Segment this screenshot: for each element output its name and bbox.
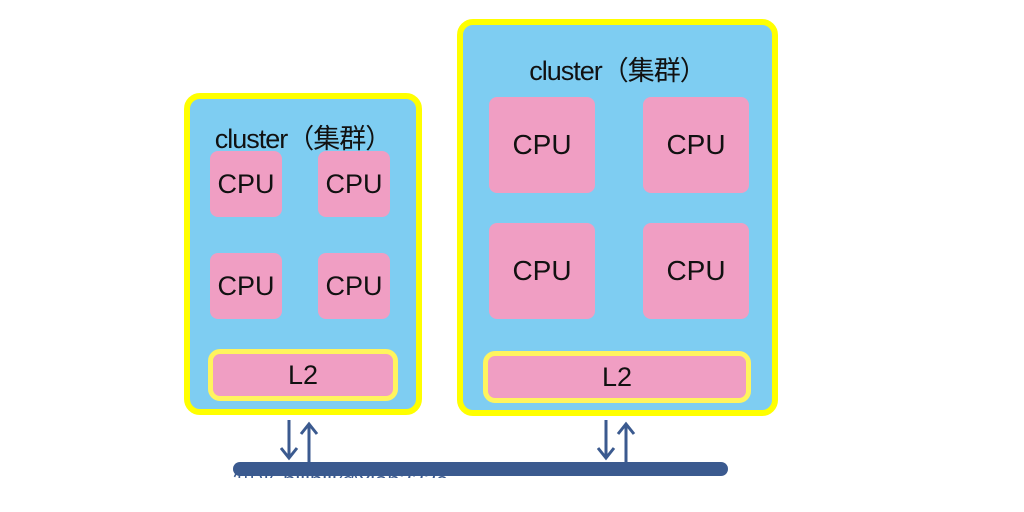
watermark-text: 知乎 bilibili@xian333c	[233, 470, 493, 478]
bidirectional-arrow-icon	[280, 420, 319, 462]
cpu-block: CPU	[643, 223, 749, 319]
cluster-large: cluster（集群） CPU CPU CPU CPU L2	[457, 19, 778, 416]
cpu-block: CPU	[643, 97, 749, 193]
l2-cache: L2	[483, 351, 751, 403]
cpu-block: CPU	[318, 151, 390, 217]
cpu-block: CPU	[210, 151, 282, 217]
l2-cache: L2	[208, 349, 398, 401]
cpu-block: CPU	[489, 223, 595, 319]
cpu-block: CPU	[210, 253, 282, 319]
cluster-small: cluster（集群） CPU CPU CPU CPU L2	[184, 93, 422, 415]
system-bus	[233, 462, 728, 476]
cpu-block: CPU	[489, 97, 595, 193]
bidirectional-arrow-icon	[597, 420, 636, 462]
cluster-title: cluster（集群）	[214, 124, 393, 154]
cpu-block: CPU	[318, 253, 390, 319]
cluster-title: cluster（集群）	[529, 56, 707, 86]
